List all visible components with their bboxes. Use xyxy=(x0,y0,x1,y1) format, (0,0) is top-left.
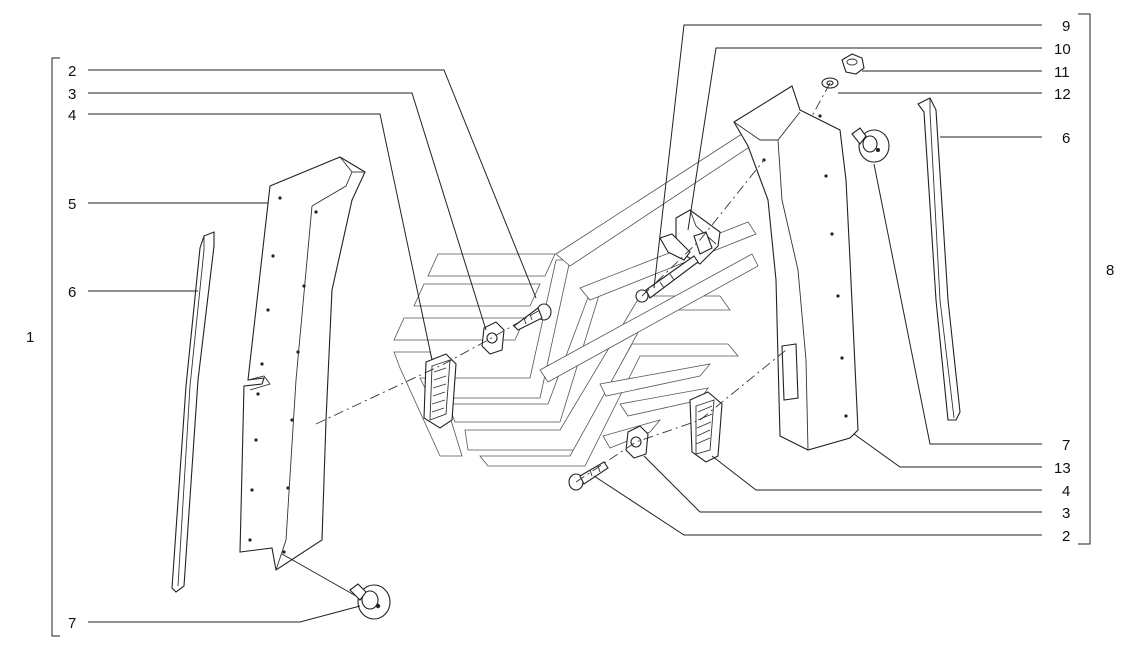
right-bracket xyxy=(659,209,721,265)
callout-8: 8 xyxy=(1106,262,1114,279)
callout-2-right: 2 xyxy=(1062,528,1070,545)
callout-11: 11 xyxy=(1054,64,1070,81)
left-leaders xyxy=(88,69,537,623)
callout-6-left: 6 xyxy=(68,284,76,301)
left-group-bracket xyxy=(51,57,60,637)
left-vent-grille xyxy=(423,353,457,429)
callout-2-left: 2 xyxy=(68,63,76,80)
left-trim-panel xyxy=(239,156,366,571)
callout-1: 1 xyxy=(26,329,34,346)
callout-5-left: 5 xyxy=(68,196,76,213)
callout-12: 12 xyxy=(1054,86,1071,103)
callout-3-left: 3 xyxy=(68,86,76,103)
callout-4-right: 4 xyxy=(1062,483,1070,500)
callout-6-right: 6 xyxy=(1062,130,1070,147)
right-group-bracket xyxy=(1078,13,1091,545)
right-leaders xyxy=(593,24,1042,536)
callout-10: 10 xyxy=(1054,41,1071,58)
callout-13: 13 xyxy=(1054,460,1071,477)
left-seal-strip xyxy=(171,231,215,593)
right-seal-strip xyxy=(917,97,961,421)
callout-7-right: 7 xyxy=(1062,437,1070,454)
callout-7-left: 7 xyxy=(68,615,76,632)
callout-9: 9 xyxy=(1062,18,1070,35)
right-nut xyxy=(841,53,865,75)
callout-3-right: 3 xyxy=(1062,505,1070,522)
left-push-clip xyxy=(349,583,391,620)
right-push-clip xyxy=(851,127,890,163)
callout-4-left: 4 xyxy=(68,107,76,124)
right-trim-panel xyxy=(733,85,859,451)
right-clip-nut xyxy=(625,425,649,459)
callout-labels: 1 2 3 4 5 6 7 9 10 11 12 6 8 7 13 4 3 2 xyxy=(26,18,1114,632)
right-vent-grille xyxy=(689,391,723,463)
